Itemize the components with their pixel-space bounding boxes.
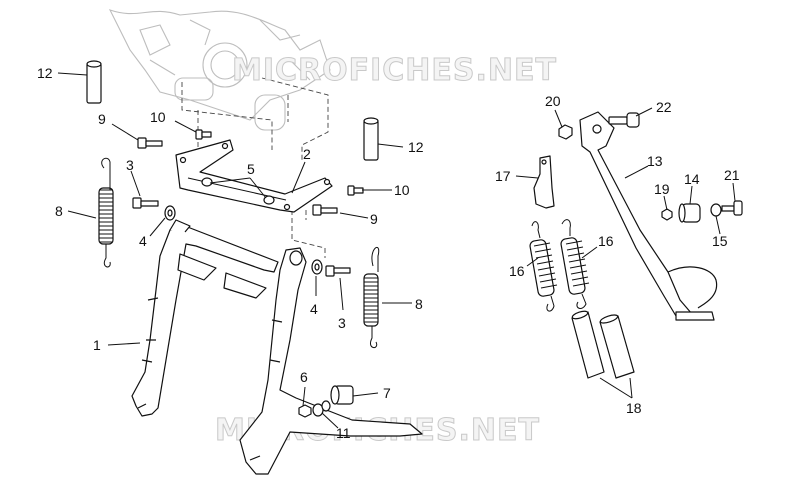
callout-11: 11 <box>336 425 351 441</box>
washer-part-11 <box>312 400 331 417</box>
bolt-part-22 <box>608 112 640 128</box>
pin-part-12-right <box>363 117 379 161</box>
spacer-part-5 <box>201 177 275 205</box>
bolt-part-9-right <box>312 204 338 216</box>
engine-ghost-outline <box>108 9 331 131</box>
nut-part-20 <box>558 124 573 140</box>
pin-part-12-left <box>86 60 102 104</box>
bolt-part-9-left <box>137 137 163 149</box>
nut-part-19 <box>661 208 673 221</box>
callout-10-left: 10 <box>150 109 166 125</box>
spring-part-8-left <box>98 157 114 268</box>
nut-part-6 <box>298 404 312 418</box>
leader-lines <box>57 72 736 429</box>
bolt-part-10-left <box>195 129 212 140</box>
bolt-part-3-right <box>325 265 351 277</box>
side-stand-part-13 <box>579 111 718 321</box>
callout-13: 13 <box>647 153 663 169</box>
callout-16-right: 16 <box>598 233 614 249</box>
callout-8-right: 8 <box>415 296 423 312</box>
washer-part-15 <box>710 203 722 217</box>
spring-part-16-left <box>529 221 558 312</box>
callout-18: 18 <box>626 400 642 416</box>
callout-2: 2 <box>303 146 311 162</box>
callout-6: 6 <box>300 369 308 385</box>
bracket-part-17 <box>533 155 555 209</box>
washer-part-4-right <box>311 259 323 275</box>
bolt-part-10-right <box>347 185 364 196</box>
callout-14: 14 <box>684 171 700 187</box>
spring-part-16-right <box>560 219 590 309</box>
rubber-stop-part-14 <box>678 203 701 223</box>
watermark-top: MICROFICHES.NET <box>232 53 557 88</box>
callout-7: 7 <box>383 385 391 401</box>
callout-16-left: 16 <box>509 263 525 279</box>
washer-part-4-left <box>164 205 176 221</box>
callout-21: 21 <box>724 167 740 183</box>
callout-9-right: 9 <box>370 211 378 227</box>
sleeve-part-18-left <box>571 310 605 379</box>
callout-3-right: 3 <box>338 315 346 331</box>
callout-12-left: 12 <box>37 65 53 81</box>
callout-22: 22 <box>656 99 672 115</box>
callout-9-left: 9 <box>98 111 106 127</box>
callout-5: 5 <box>247 161 255 177</box>
bolt-part-3-left <box>132 197 159 209</box>
rubber-pad-part-7 <box>330 385 354 405</box>
callout-17: 17 <box>495 168 511 184</box>
callout-20: 20 <box>545 93 561 109</box>
callout-12-right: 12 <box>408 139 424 155</box>
callout-1: 1 <box>93 337 101 353</box>
bolt-part-21 <box>721 200 743 216</box>
center-stand-part-1 <box>131 219 423 475</box>
callout-3-left: 3 <box>126 157 134 173</box>
sleeve-part-18-right <box>599 314 635 379</box>
spring-part-8-right <box>363 246 380 348</box>
callout-19: 19 <box>654 181 670 197</box>
callout-8-left: 8 <box>55 203 63 219</box>
callout-15: 15 <box>712 233 728 249</box>
callout-4-right: 4 <box>310 301 318 317</box>
callout-4-left: 4 <box>139 233 147 249</box>
callout-10-right: 10 <box>394 182 410 198</box>
